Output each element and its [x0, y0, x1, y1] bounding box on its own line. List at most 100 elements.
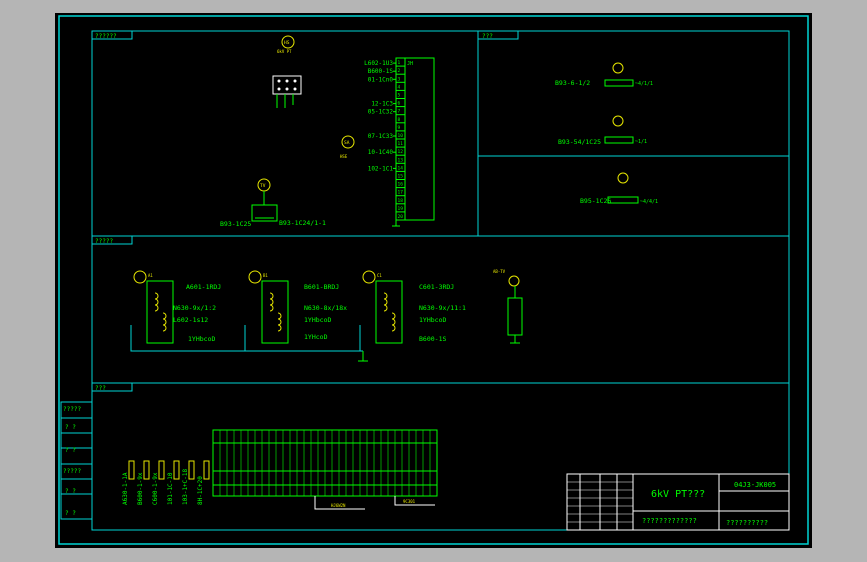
terminal-number: 7: [398, 109, 401, 115]
svg-text:HS: HS: [284, 40, 290, 46]
section-label-bottom: ???: [91, 382, 133, 392]
svg-text:1YHcoD: 1YHcoD: [304, 333, 328, 341]
svg-text:1YHbcoD: 1YHbcoD: [188, 335, 215, 343]
terminal-label: B600-1S: [368, 68, 394, 75]
svg-text:1YHbcoD: 1YHbcoD: [419, 316, 446, 324]
svg-text:A1: A1: [148, 273, 153, 278]
svg-text:B93-54/1C25: B93-54/1C25: [558, 138, 601, 146]
svg-text:N630-9x/1:2: N630-9x/1:2: [173, 304, 216, 312]
svg-text:N630-8x/18x: N630-8x/18x: [304, 304, 347, 312]
vertical-wire-label: 101-1C-10: [167, 472, 174, 505]
sheet-name: ??????????: [726, 519, 768, 527]
svg-text:???: ???: [482, 33, 493, 40]
svg-text:B93-1C24/1-1: B93-1C24/1-1: [279, 219, 326, 227]
bottom-terminal-grid: HJ6W2N 9C301: [212, 429, 438, 510]
svg-text:~1/1: ~1/1: [635, 139, 647, 145]
svg-text:C1: C1: [377, 273, 382, 278]
vertical-wire-label: 103-1+C-18: [182, 468, 189, 505]
section-label-middle: ?????: [91, 235, 133, 245]
terminal-number: 5: [398, 93, 401, 99]
terminal-number: 3: [398, 76, 401, 82]
company-name: ?????????????: [642, 517, 697, 525]
vertical-wire-label: C600-1-9x: [152, 472, 159, 505]
svg-text:? ?: ? ?: [65, 447, 76, 454]
inner-border: [91, 30, 790, 531]
terminal-label: 01-1Cn0: [368, 76, 394, 83]
terminal-number: 13: [398, 157, 404, 163]
svg-text:AB-TV: AB-TV: [493, 269, 506, 274]
svg-text:N630-9x/11:1: N630-9x/11:1: [419, 304, 466, 312]
terminal-label: L602-1U3: [364, 60, 393, 67]
svg-text:~4/4/1: ~4/4/1: [640, 199, 658, 205]
switch-device-sa: SA HSE: [340, 135, 355, 159]
right-row-1: B93-6-1/2 ~4/1/1: [555, 62, 653, 87]
left-strip: ????? ? ? ? ? ????? ? ? ? ?: [60, 401, 93, 520]
terminal-label: 10-1C40: [368, 149, 394, 156]
drawing-number: 04J3-JK005: [734, 481, 776, 489]
svg-text:? ?: ? ?: [65, 510, 76, 517]
svg-text:HJ6W2N: HJ6W2N: [331, 503, 346, 508]
terminal-number: 10: [398, 133, 404, 139]
terminal-number: 1: [398, 60, 401, 66]
terminal-label: 12-1C3: [371, 101, 393, 108]
terminal-number: 17: [398, 190, 404, 196]
svg-text:B93-6-1/2: B93-6-1/2: [555, 79, 590, 87]
transformer-device-tv: TV B93-1C25 B93-1C24/1-1: [220, 178, 326, 228]
svg-text:~4/1/1: ~4/1/1: [635, 81, 653, 87]
svg-text:TV: TV: [260, 183, 266, 189]
terminal-number: 11: [398, 141, 404, 147]
svg-text:?????: ?????: [63, 468, 81, 475]
vertical-wire-label: B600-1-9x: [137, 472, 144, 505]
relay-group-a: A1 A601-1RDJ N630-9x/1:2 L602-1s12 1YHbc…: [133, 270, 221, 344]
svg-text:L602-1s12: L602-1s12: [173, 316, 208, 324]
outer-border: [58, 15, 809, 545]
svg-text:? ?: ? ?: [65, 488, 76, 495]
svg-text:?????: ?????: [95, 238, 113, 245]
terminal-number: 18: [398, 198, 404, 204]
terminal-number: 4: [398, 84, 401, 90]
terminal-label: 07-1C33: [368, 133, 394, 140]
right-row-2: B93-54/1C25 ~1/1: [558, 115, 647, 146]
terminal-number: 9: [398, 125, 401, 131]
relay-group-b: B1 B601-BRDJ N630-8x/18x 1YHbcoD 1YHcoD: [248, 270, 347, 344]
svg-text:?????: ?????: [63, 406, 81, 413]
terminal-number: 8: [398, 117, 401, 123]
right-row-3: B95-1C26 ~4/4/1: [580, 172, 658, 205]
section-label-top-left: ??????: [91, 30, 133, 40]
svg-text:SA: SA: [344, 140, 350, 146]
svg-text:B601-BRDJ: B601-BRDJ: [304, 283, 339, 291]
terminal-number: 19: [398, 206, 404, 212]
svg-text:? ?: ? ?: [65, 424, 76, 431]
relay-group-c: C1 C601-3RDJ N630-9x/11:1 1YHbcoD B600-1…: [362, 270, 466, 344]
svg-text:B93-1C25: B93-1C25: [220, 220, 251, 228]
terminal-number: 16: [398, 182, 404, 188]
terminal-number: 15: [398, 174, 404, 180]
drawing-sheet: ?????? ??? ????? ??? ????? ? ? ? ? ?????…: [55, 13, 812, 548]
svg-text:B600-1S: B600-1S: [419, 335, 446, 343]
svg-text:1YHbcoD: 1YHbcoD: [304, 316, 331, 324]
section-label-top-right: ???: [477, 30, 519, 40]
vertical-wire-label: 8H-1C+20: [197, 476, 204, 505]
terminal-label: 05-1C32: [368, 109, 394, 116]
svg-text:C601-3RDJ: C601-3RDJ: [419, 283, 454, 291]
terminal-number: 6: [398, 101, 401, 107]
terminal-number: 2: [398, 68, 401, 74]
meter-device: AB-TV: [493, 269, 523, 344]
svg-text:??????: ??????: [95, 33, 117, 40]
svg-text:B95-1C26: B95-1C26: [580, 197, 611, 205]
drawing-title: 6kV PT???: [651, 489, 705, 500]
switch-device-hs: HS 6kV PT: [272, 35, 302, 108]
svg-text:JH: JH: [407, 61, 413, 67]
svg-text:9C301: 9C301: [403, 499, 416, 504]
svg-text:A601-1RDJ: A601-1RDJ: [186, 283, 221, 291]
svg-text:???: ???: [95, 385, 106, 392]
title-block: 6kV PT??? 04J3-JK005 ????????????? ?????…: [566, 473, 790, 531]
bottom-vertical-labels: A630-1-1A B600-1-9x C600-1-9x 101-1C-10 103-…: [122, 460, 210, 505]
svg-text:HSE: HSE: [340, 154, 348, 159]
terminal-number: 14: [398, 165, 404, 171]
terminal-label: 102-1C1: [368, 165, 394, 172]
vertical-wire-label: A630-1-1A: [122, 472, 129, 505]
terminal-number: 20: [398, 214, 404, 220]
